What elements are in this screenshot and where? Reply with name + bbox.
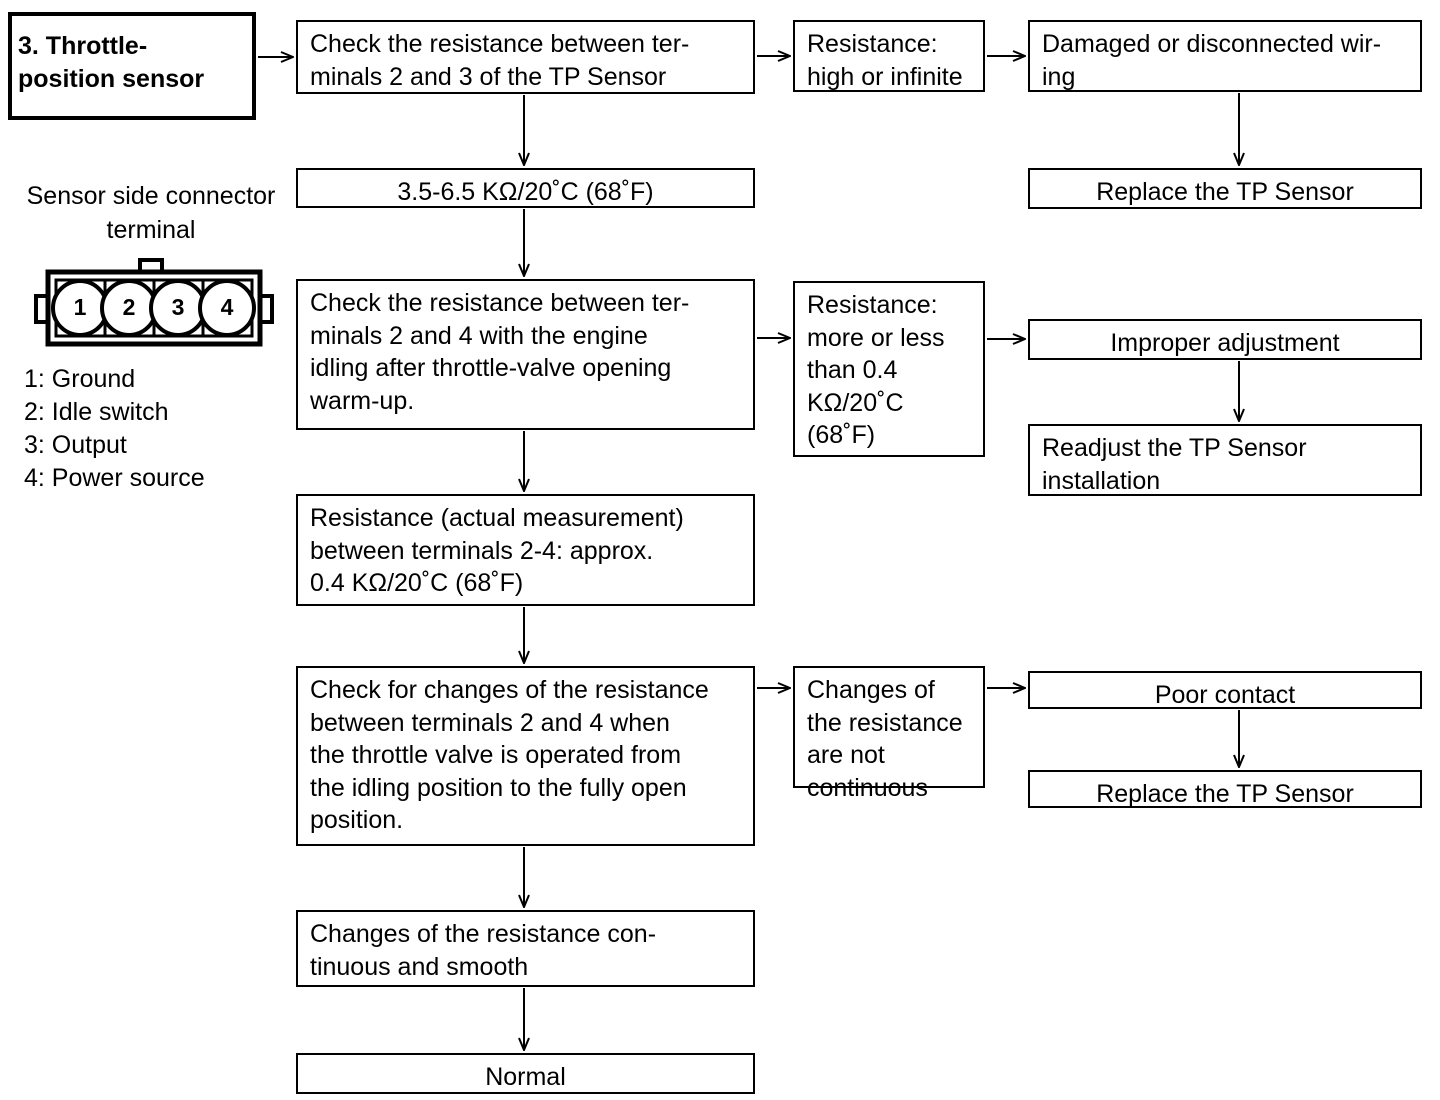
node-changes-continuous-smooth: Changes of the resistance con- tinuous a… [296,910,755,987]
node-check-terminals-2-4-idling: Check the resistance between ter- minals… [296,279,755,430]
connector-svg [34,258,274,347]
connector-pinout-illustration: 1 2 3 4 [34,258,274,350]
connector-caption: Sensor side connector terminal [26,182,276,244]
node-replace-tp-sensor-2: Replace the TP Sensor [1028,770,1422,808]
connector-pin-4: 4 [220,294,234,320]
legend-item-4: 4: Power source [24,464,205,492]
node-check-terminals-2-3: Check the resistance between ter- minals… [296,20,755,94]
node-resistance-high-or-infinite: Resistance: high or infinite [793,20,985,92]
legend-item-2: 2: Idle switch [24,398,169,426]
node-readjust-tp-sensor: Readjust the TP Sensor installation [1028,424,1422,496]
connector-pin-1: 1 [73,294,87,320]
legend-item-1: 1: Ground [24,365,136,393]
node-check-resistance-changes: Check for changes of the resistance betw… [296,666,755,846]
node-changes-not-continuous: Changes of the resistance are not contin… [793,666,985,802]
legend-item-3: 3: Output [24,431,127,459]
node-actual-measurement: Resistance (actual measurement) between … [296,494,755,606]
node-resistance-more-or-less: Resistance: more or less than 0.4 KΩ/20˚… [793,281,985,457]
node-improper-adjustment: Improper adjustment [1028,319,1422,360]
node-normal: Normal [296,1053,755,1094]
connector-pin-2: 2 [122,294,136,320]
diagram-title-box: 3. Throttle- position sensor [8,12,256,120]
connector-pin-3: 3 [171,294,185,320]
node-spec-resistance-2-3: 3.5-6.5 KΩ/20˚C (68˚F) [296,168,755,208]
node-damaged-disconnected-wiring: Damaged or disconnected wir- ing [1028,20,1422,92]
node-replace-tp-sensor-1: Replace the TP Sensor [1028,168,1422,209]
node-poor-contact: Poor contact [1028,671,1422,709]
